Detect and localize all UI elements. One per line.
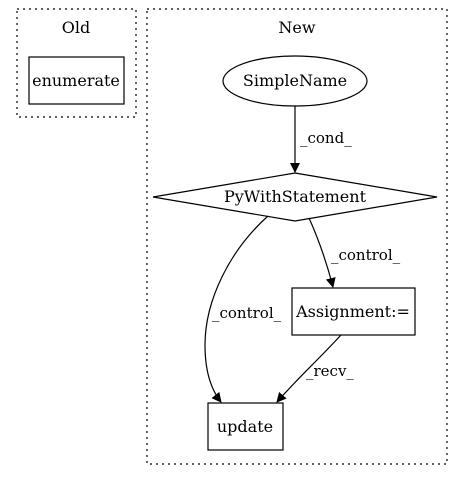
node-enumerate-box [28, 56, 125, 105]
edge-control-update-line [204, 215, 269, 403]
node-pywithstatement[interactable]: PyWithStatement [152, 172, 438, 222]
edge-recv: _recv_ [276, 334, 354, 403]
cluster-old: Old [16, 8, 137, 118]
cluster-new-border [146, 8, 448, 465]
node-enumerate-label: enumerate [32, 71, 120, 90]
cluster-new: New [146, 8, 448, 465]
node-simplename[interactable]: SimpleName [222, 55, 368, 107]
cluster-new-label: New [278, 18, 315, 37]
node-pywithstatement-label: PyWithStatement [224, 187, 367, 206]
node-simplename-label: SimpleName [243, 71, 347, 90]
edge-control-assignment-line [308, 217, 336, 288]
node-pywithstatement-diamond [152, 172, 438, 222]
edge-control-update: _control_ [204, 215, 282, 403]
node-update-label: update [217, 417, 273, 436]
node-assignment-label: Assignment:= [295, 302, 410, 321]
node-update-box [207, 402, 284, 451]
cluster-old-label: Old [62, 18, 90, 37]
edge-cond-label: _cond_ [300, 129, 352, 147]
edge-control-update-label: _control_ [212, 304, 282, 322]
node-assignment-box [291, 287, 416, 336]
edge-control-assignment-label: _control_ [331, 246, 401, 264]
node-update[interactable]: update [207, 402, 284, 451]
edge-recv-label: _recv_ [306, 362, 354, 380]
edge-cond: _cond_ [290, 106, 352, 173]
edge-control-assignment: _control_ [308, 217, 401, 288]
node-assignment[interactable]: Assignment:= [291, 287, 416, 336]
node-enumerate[interactable]: enumerate [28, 56, 125, 105]
edge-recv-line [276, 334, 342, 403]
